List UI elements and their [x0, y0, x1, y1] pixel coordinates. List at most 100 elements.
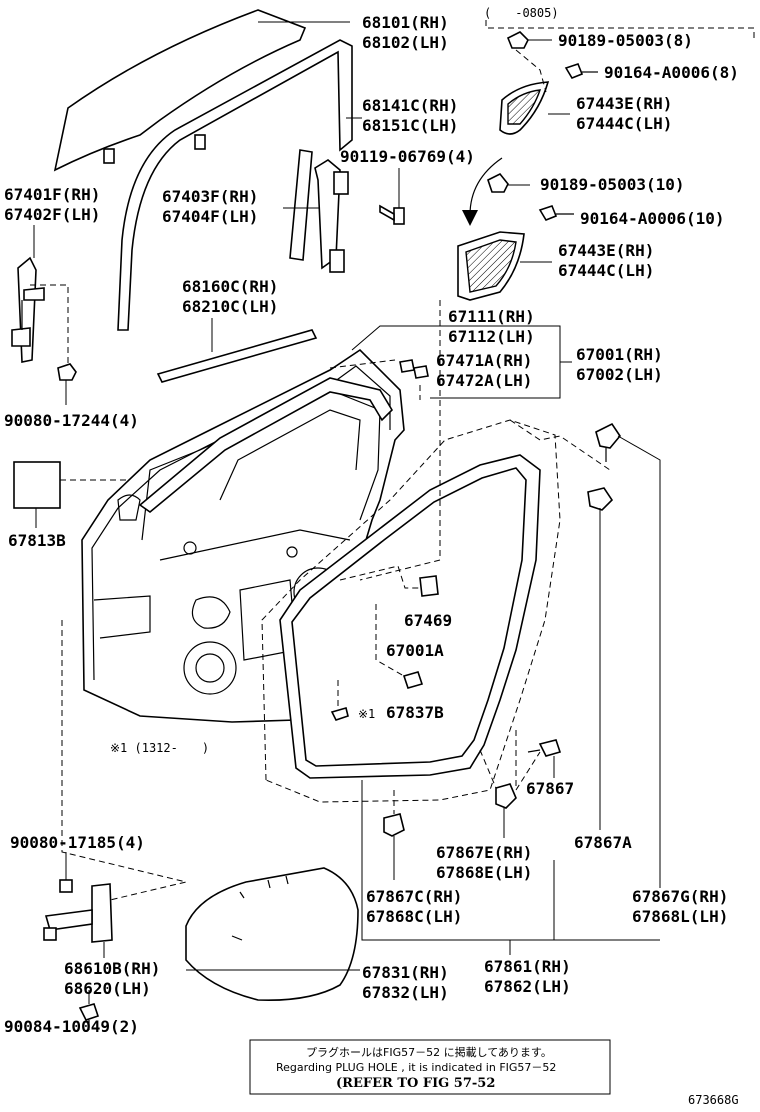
label-67868l: 67868L(LH) — [632, 907, 728, 926]
leader-67867g — [617, 435, 661, 888]
label-67862: 67862(LH) — [484, 977, 571, 996]
marker-1: ※1 — [358, 707, 375, 721]
leader-67111 — [351, 325, 561, 399]
figure-code: 673668G — [688, 1093, 739, 1107]
refer-fig: (REFER TO FIG 57-52 — [336, 1076, 495, 1091]
label-90084: 90084-10049(2) — [4, 1017, 139, 1036]
bolt-90119 — [379, 204, 405, 225]
refer-box: プラグホールはFIG57－52 に掲載してあります。 Regarding PLU… — [249, 1039, 611, 1095]
hole-cover-film — [185, 867, 359, 1002]
refer-en: Regarding PLUG HOLE , it is indicated in… — [276, 1061, 556, 1074]
service-hole-cover-lower — [457, 231, 525, 301]
label-67837: 67837B — [386, 703, 444, 722]
service-hole-cover-upper — [499, 81, 550, 135]
clip-90189b — [487, 172, 509, 193]
label-90119: 90119-06769(4) — [340, 147, 475, 166]
label-68160: 68160C(RH) — [182, 277, 278, 296]
label-67813: 67813B — [8, 531, 66, 550]
clip-67837 — [330, 707, 349, 721]
label-67001a: 67001A — [386, 641, 444, 660]
door-glass — [53, 9, 307, 172]
belt-weatherstrip — [156, 329, 318, 383]
label-67112: 67112(LH) — [448, 327, 535, 346]
clip-67867e — [495, 783, 517, 809]
refer-jp: プラグホールはFIG57－52 に掲載してあります。 — [306, 1045, 552, 1059]
nut-90080a — [57, 363, 77, 381]
label-68102: 68102(LH) — [362, 33, 449, 52]
screw-90164a — [564, 63, 598, 79]
glass-run-channel — [117, 39, 353, 331]
label-67443a: 67443E(RH) — [576, 94, 672, 113]
label-67832: 67832(LH) — [362, 983, 449, 1002]
window-regulator — [11, 256, 45, 363]
label-67867a: 67867A — [574, 833, 632, 852]
clip-67471 — [399, 359, 429, 379]
clip-90189a — [506, 31, 529, 49]
dash-67469 — [339, 565, 420, 589]
label-67867e: 67867E(RH) — [436, 843, 532, 862]
label-90189a: 90189-05003(8) — [558, 31, 693, 50]
label-67867c: 67867C(RH) — [366, 887, 462, 906]
label-67868c: 67868C(LH) — [366, 907, 462, 926]
dash-upper-cover — [485, 20, 755, 38]
label-67472: 67472A(LH) — [436, 371, 532, 390]
clip-67469 — [419, 575, 439, 597]
label-67111: 67111(RH) — [448, 307, 535, 326]
label-67868e: 67868E(LH) — [436, 863, 532, 882]
label-90080b: 90080-17185(4) — [10, 833, 145, 852]
label-67401: 67401F(RH) — [4, 185, 100, 204]
label-68610: 68610B(RH) — [64, 959, 160, 978]
label-67867g: 67867G(RH) — [632, 887, 728, 906]
dash-door-outline — [261, 419, 561, 803]
arrow-cover — [469, 157, 503, 216]
label-67402: 67402F(LH) — [4, 205, 100, 224]
part-labels: ( -0805) 68101(RH) 68102(LH) 68141C(RH) … — [4, 6, 739, 1036]
label-68101: 68101(RH) — [362, 13, 449, 32]
pad-67813 — [13, 461, 61, 509]
label-67867: 67867 — [526, 779, 574, 798]
bolt-67001a — [402, 671, 424, 689]
label-90164b: 90164-A0006(10) — [580, 209, 725, 228]
rear-lower-frame — [289, 149, 349, 273]
label-90189b: 90189-05003(10) — [540, 175, 685, 194]
label-67444b: 67444C(LH) — [558, 261, 654, 280]
clip-67867c — [383, 813, 405, 837]
label-67831: 67831(RH) — [362, 963, 449, 982]
arrow-head — [462, 210, 478, 226]
bracket-67861 — [361, 780, 660, 941]
dash-67867e — [479, 749, 497, 789]
label-68141: 68141C(RH) — [362, 96, 458, 115]
date-range: ( -0805) — [484, 6, 559, 20]
dash-regulator — [30, 284, 69, 372]
label-67443b: 67443E(RH) — [558, 241, 654, 260]
clip-67867a — [595, 422, 621, 462]
dash-67001a — [375, 604, 405, 677]
label-67469: 67469 — [404, 611, 452, 630]
dash-hinge — [61, 620, 187, 901]
label-67471: 67471A(RH) — [436, 351, 532, 370]
door-weatherstrip — [279, 454, 541, 779]
clip-67867 — [527, 739, 562, 757]
clip-67867g — [587, 487, 614, 511]
door-hinge — [43, 879, 113, 943]
label-67861: 67861(RH) — [484, 957, 571, 976]
label-67404: 67404F(LH) — [162, 207, 258, 226]
dash-lower-cover — [359, 300, 441, 581]
screw-90164b — [538, 205, 574, 221]
footnote-range: ※1 (1312- ) — [110, 741, 209, 755]
label-90164a: 90164-A0006(8) — [604, 63, 739, 82]
label-68151: 68151C(LH) — [362, 116, 458, 135]
label-67403: 67403F(RH) — [162, 187, 258, 206]
label-68210: 68210C(LH) — [182, 297, 278, 316]
label-90080a: 90080-17244(4) — [4, 411, 139, 430]
label-67444a: 67444C(LH) — [576, 114, 672, 133]
label-67001: 67001(RH) — [576, 345, 663, 364]
label-68620: 68620(LH) — [64, 979, 151, 998]
dash-67867 — [515, 730, 541, 792]
label-67002: 67002(LH) — [576, 365, 663, 384]
dash-upper-clip — [515, 49, 547, 93]
upper-seal-67111 — [138, 377, 394, 514]
bolt-90084 — [78, 1003, 100, 1030]
dash-67471 — [329, 359, 396, 369]
